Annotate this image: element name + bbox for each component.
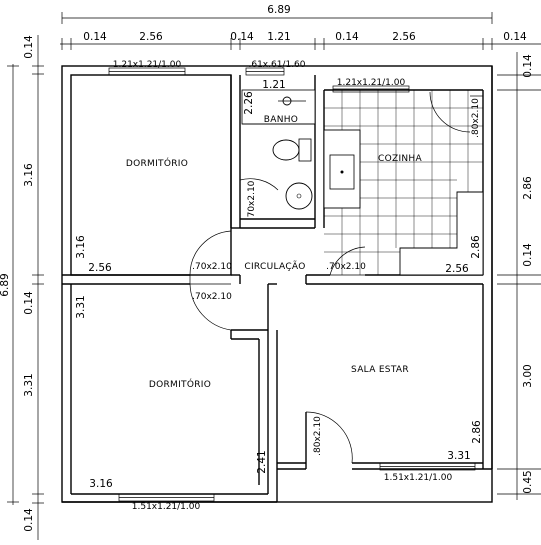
dim-left-total: 6.89 xyxy=(0,273,11,296)
window-label-cozinha: 1.21x1.21/1.00 xyxy=(337,78,406,88)
dim-right-seg-1: 0.14 xyxy=(522,54,534,78)
dim-cozinha-height: 2.86 xyxy=(470,235,482,259)
dim-banho-width: 1.21 xyxy=(262,79,285,91)
dim-top-seg-3: 0.14 xyxy=(230,31,254,43)
walls xyxy=(61,65,493,503)
door-label-banho: 70x2.10 xyxy=(247,180,257,217)
dim-dorm2-height: 3.31 xyxy=(75,295,87,318)
dim-left-seg-3: 0.14 xyxy=(23,291,35,315)
kitchen-tile-grid xyxy=(324,90,483,275)
bathroom-fixtures xyxy=(241,89,316,210)
room-label-sala: SALA ESTAR xyxy=(351,365,409,375)
door-label-sala: .80x2.10 xyxy=(313,416,323,456)
dim-top-seg-2: 2.56 xyxy=(139,31,163,43)
doors xyxy=(189,91,483,464)
left-dimension-lines xyxy=(7,35,44,540)
dim-top-total: 6.89 xyxy=(267,4,290,16)
dim-circ-height: 2.41 xyxy=(256,450,268,473)
window-label-banho: .61x.61/1.60 xyxy=(248,60,305,70)
window-label-dorm1: 1.21x1.21/1.00 xyxy=(113,60,182,70)
dim-right-seg-2: 2.86 xyxy=(522,176,534,200)
dim-left-seg-4: 3.31 xyxy=(23,373,35,396)
dim-banho-height: 2.26 xyxy=(243,91,255,115)
dim-left-seg-2: 3.16 xyxy=(23,163,35,187)
window-label-sala: 1.51x1.21/1.00 xyxy=(384,473,453,483)
windows xyxy=(108,67,476,502)
dim-right-seg-3: 0.14 xyxy=(522,243,534,267)
dim-top-seg-5: 0.14 xyxy=(335,31,359,43)
dim-dorm1-height: 3.16 xyxy=(75,235,87,259)
washbasin-icon xyxy=(285,182,313,210)
dim-cozinha-width: 2.56 xyxy=(445,263,469,275)
room-label-dorm2: DORMITÓRIO xyxy=(149,378,211,390)
dim-left-seg-1: 0.14 xyxy=(23,35,35,59)
window-label-dorm2: 1.51x1.21/1.00 xyxy=(132,502,201,512)
dim-right-seg-4: 3.00 xyxy=(522,364,534,387)
room-label-banho: BANHO xyxy=(264,115,298,125)
room-label-cozinha: COZINHA xyxy=(378,154,422,164)
room-label-circulacao: CIRCULAÇÃO xyxy=(244,261,305,272)
top-dimension-lines xyxy=(60,12,541,50)
dim-right-seg-5: 0.45 xyxy=(522,470,534,493)
dim-dorm1-width: 2.56 xyxy=(88,262,112,274)
door-label-dorm1: .70x2.10 xyxy=(192,262,232,272)
right-dimension-lines xyxy=(497,52,541,500)
dim-sala-height: 2.86 xyxy=(471,420,483,444)
dim-top-seg-1: 0.14 xyxy=(83,31,107,43)
toilet-icon xyxy=(272,139,300,161)
dim-top-seg-7: 0.14 xyxy=(503,31,527,43)
dim-sala-width: 3.31 xyxy=(447,450,470,462)
door-label-cozinha-side: .80x2.10 xyxy=(471,98,481,138)
dim-left-seg-5: 0.14 xyxy=(23,508,35,532)
kitchen-sink-icon xyxy=(329,154,355,190)
dim-top-seg-4: 1.21 xyxy=(267,31,290,43)
door-label-dorm2: .70x2.10 xyxy=(192,292,232,302)
dim-top-seg-6: 2.56 xyxy=(392,31,416,43)
dim-dorm2-width: 3.16 xyxy=(89,478,113,490)
door-label-cozinha: .70x2.10 xyxy=(326,262,366,272)
kitchen-fixtures xyxy=(323,129,484,276)
room-label-dorm1: DORMITÓRIO xyxy=(126,157,188,169)
